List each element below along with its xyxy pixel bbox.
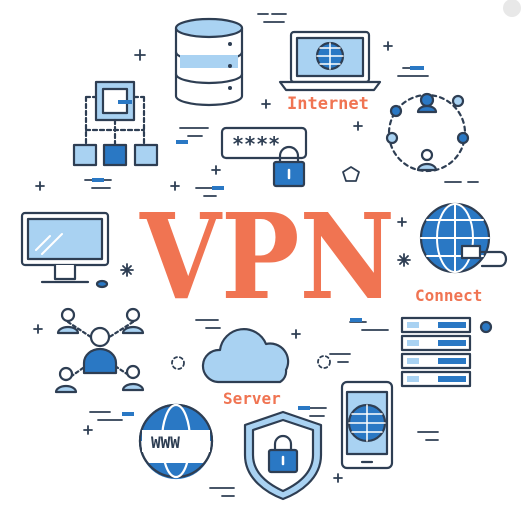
cloud-icon bbox=[201, 328, 290, 384]
corner-badge bbox=[503, 0, 521, 17]
globe-plug-icon bbox=[419, 202, 508, 274]
decorative-accents bbox=[92, 66, 424, 416]
laptop-globe-icon bbox=[278, 30, 382, 92]
connect-label: Connect bbox=[415, 286, 482, 305]
server-rack-icon bbox=[400, 316, 493, 388]
phone-globe-icon bbox=[340, 380, 394, 470]
vpn-title: VPN bbox=[139, 187, 395, 326]
hierarchy-icon bbox=[72, 80, 159, 167]
internet-label: Internet bbox=[287, 94, 369, 114]
team-network-icon bbox=[385, 92, 470, 173]
www-globe-icon: WWW bbox=[138, 403, 214, 480]
password-field-text: **** bbox=[232, 132, 280, 156]
server-label: Server bbox=[223, 389, 281, 408]
monitor-icon bbox=[20, 211, 110, 289]
shield-lock-icon bbox=[243, 410, 323, 501]
database-icon bbox=[174, 17, 244, 107]
user-network-icon bbox=[54, 307, 145, 394]
password-lock-icon: **** bbox=[220, 126, 308, 188]
www-text: WWW bbox=[151, 433, 180, 452]
